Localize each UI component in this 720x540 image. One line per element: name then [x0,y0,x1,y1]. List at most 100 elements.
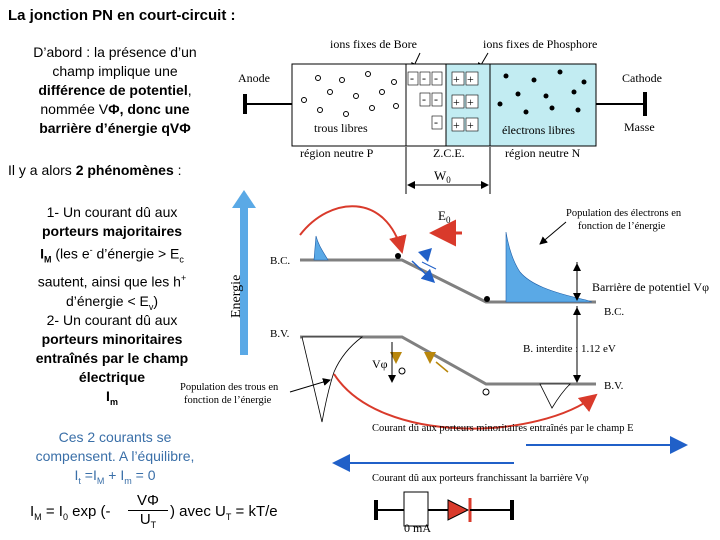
svg-text:+: + [453,118,460,132]
intro-bold: barrière d’énergie qV [39,120,180,136]
page-title: La jonction PN en court-circuit : [8,7,236,24]
masse-label: Masse [624,120,655,134]
pop-holes-label: fonction de l’énergie [184,395,272,406]
comp-line: Ces 2 courants se [58,429,172,445]
electrons-group [497,69,587,115]
intro-bold: différence de potentiel [38,82,188,98]
text: Il y a alors [8,162,76,178]
text: ) [153,293,159,310]
pop-electrons-label: fonction de l’énergie [578,221,666,232]
superscript: + [180,273,187,284]
subscript: t [78,475,81,486]
pop-electrons-label: Population des électrons en [566,208,682,219]
intro-text: , [187,82,192,98]
pop-electrons-pointer [539,221,567,245]
svg-text:-: - [410,71,414,85]
current-symbol: I [106,388,110,404]
minority-drift-arrow [333,373,598,430]
minority-hole-population [539,383,571,409]
trous-libres-label: trous libres [314,121,368,135]
ions-group: - - - - - - + + + + + + [407,71,479,132]
cathode-label: Cathode [622,71,662,85]
subscript: m [109,396,118,407]
svg-text:+: + [467,72,474,86]
two-phenomena-heading: Il y a alors 2 phénomènes : [8,162,182,178]
text: sautent, ainsi que les h [37,274,181,291]
electron-motion-arrow [411,260,436,284]
svg-text:+: + [467,95,474,109]
text: = kT/e [231,503,278,520]
formula-tail: ) avec UT = kT/e [170,503,278,522]
comp-line: compensent. A l’équilibre, [35,448,195,464]
text: exp (- [67,503,111,520]
text: + I [104,467,125,483]
phi-symbol: Φ [108,101,120,117]
phen2-line: électrique [78,369,146,385]
subscript: T [225,512,232,522]
phi-symbol: Φ [179,120,191,136]
energy-axis-head [232,190,256,208]
subscript: M [43,254,52,265]
ions-bore-label: ions fixes de Bore [330,37,417,51]
ions-phosphore-label: ions fixes de Phosphore [483,37,597,51]
formula: IM = I0 exp (- [30,503,110,522]
pop-holes-pointer [289,378,331,393]
intro-line: barrière d’énergie qVΦ [10,119,220,138]
intro-line: D’abord : la présence d’un [33,44,197,60]
comp-equation: It =IM + Im = 0 [10,466,220,491]
current-symbol: I [40,245,44,262]
subscript: M [34,512,42,522]
text: d’énergie > E [92,245,180,262]
compensation-block: Ces 2 courants se compensent. A l’équili… [10,428,220,491]
circuit-terminal [374,500,378,520]
bc-left-label: B.C. [270,255,290,267]
superscript: - [89,245,93,255]
circuit-terminal [510,500,514,520]
electron-population [505,231,593,303]
text: (les e [51,245,90,262]
band-gap-label: B. interdite : 1.12 eV [523,343,616,355]
text: = 0 [131,467,156,483]
majority-jump-arrow [299,205,407,254]
text: I [74,467,79,483]
diode-icon [447,499,470,521]
hole-marker [424,352,436,364]
minority-electron-population [313,235,329,261]
pop-holes-label: Population des trous en [180,382,279,393]
fraction-numerator: VΦ [137,492,159,509]
text: d’énergie < E [65,293,149,310]
hole-particle [398,367,406,375]
phen1-line: d’énergie < Ev) [12,292,212,317]
subscript: 0 [62,512,68,522]
energy-axis [240,205,248,355]
phen1-line: 1- Un courant dû aux [46,204,178,220]
phen2-line: porteurs minoritaires [41,331,183,347]
svg-text:-: - [434,92,438,106]
phenomenon-1: 1- Un courant dû aux porteurs majoritair… [12,203,212,317]
subscript: v [148,301,154,312]
majority-current-caption: Courant dû aux porteurs franchissant la … [372,473,589,484]
phen1-line: sautent, ainsi que les h+ [12,269,212,292]
electron-particle [395,253,401,259]
bc-right-label: B.C. [604,306,624,318]
svg-text:-: - [422,71,426,85]
hole-particle [482,388,490,396]
subscript: c [179,254,184,265]
electron-direction-tail [421,261,437,270]
text: U [139,511,151,528]
zce-label: Z.C.E. [433,146,465,160]
svg-text:+: + [453,95,460,109]
svg-text:+: + [453,72,460,86]
electrons-libres-label: électrons libres [502,123,575,137]
fraction-denominator: UT [128,510,168,530]
barriere-label: Barrière de potentiel Vφ [592,280,709,294]
phen1-line: porteurs majoritaires [41,223,183,239]
text: : [173,162,182,178]
region-n-label: région neutre N [505,146,581,160]
svg-text:+: + [467,118,474,132]
intro-text: , donc une [119,101,190,117]
region-p-label: région neutre P [300,146,374,160]
phen1-line: IM (les e- d’énergie > Ec [12,241,212,269]
phen2-line: Im [12,387,212,412]
